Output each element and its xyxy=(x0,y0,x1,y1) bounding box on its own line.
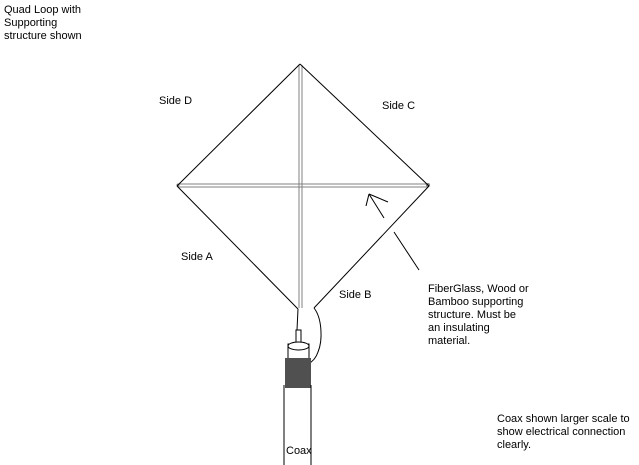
side-d-label: Side D xyxy=(159,95,193,107)
coax-cable xyxy=(283,329,312,465)
side-b-label: Side B xyxy=(339,289,372,301)
pointer-arrows xyxy=(365,193,420,271)
feed-wires xyxy=(296,307,322,365)
support-structure xyxy=(178,65,428,308)
side-c-label: Side C xyxy=(382,100,416,112)
side-a-label: Side A xyxy=(181,251,213,263)
support-note: FiberGlass, Wood or Bamboo supporting st… xyxy=(428,283,529,347)
diagram-title: Quad Loop with Supporting structure show… xyxy=(4,4,82,42)
coax-note: Coax shown larger scale to show electric… xyxy=(497,413,630,451)
coax-label: Coax xyxy=(286,445,312,457)
quad-loop-wire xyxy=(176,63,430,310)
